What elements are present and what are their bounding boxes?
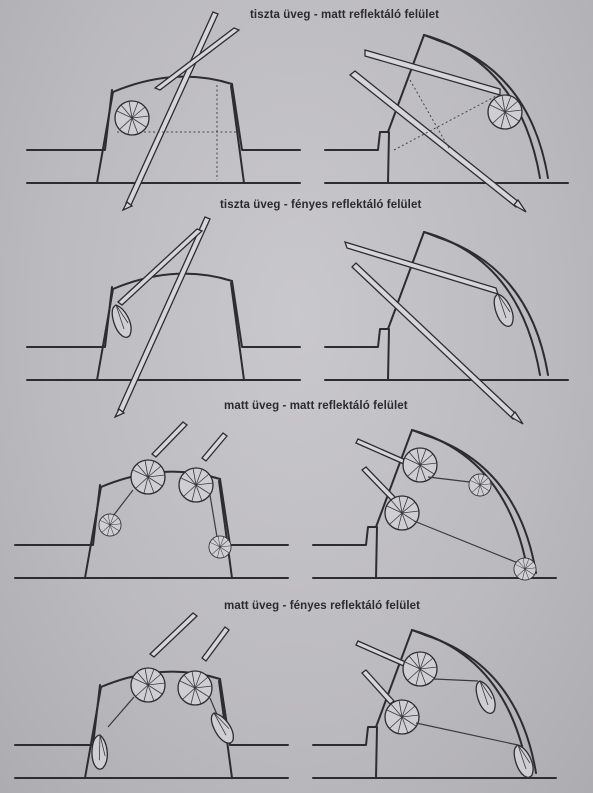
row2-shed (325, 232, 568, 424)
row1-dome (27, 12, 300, 210)
row3-shed (313, 430, 556, 580)
row3-dome (15, 422, 288, 578)
row2-dome (27, 217, 300, 417)
row4-shed (313, 630, 556, 778)
row4-dome (15, 613, 288, 778)
row1-shed (325, 35, 568, 212)
